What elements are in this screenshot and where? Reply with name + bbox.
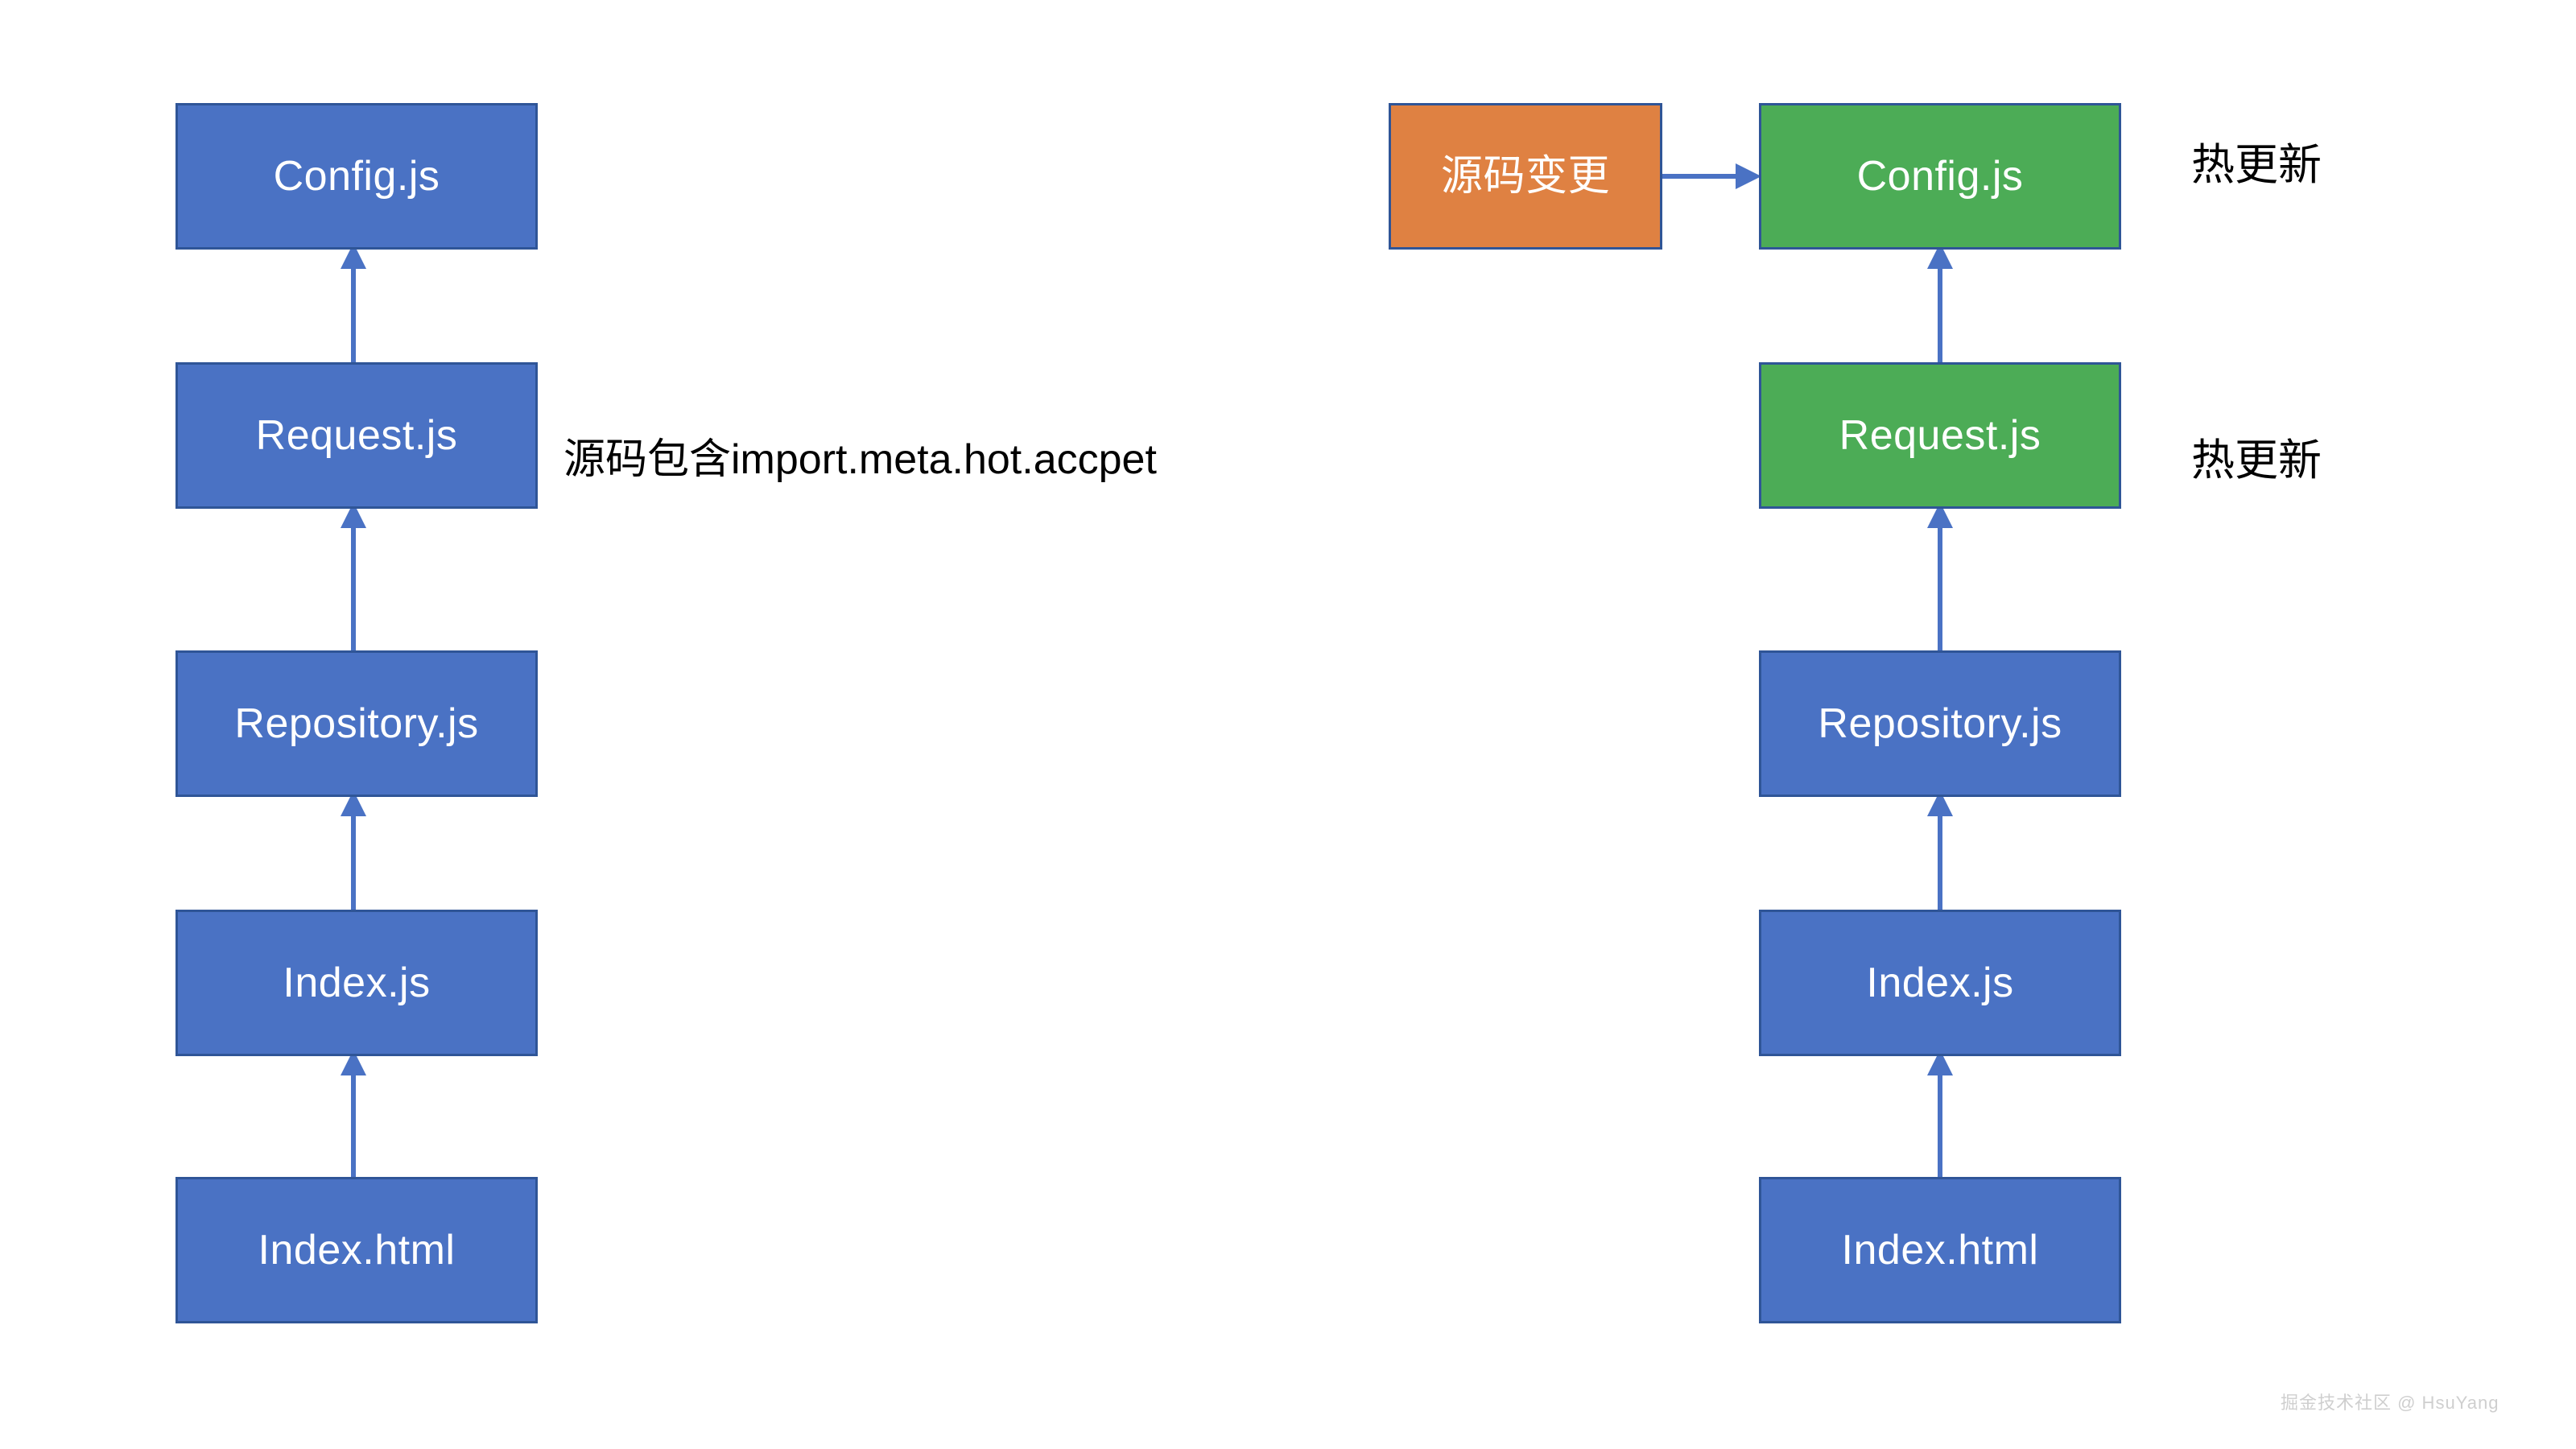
node-source-change[interactable]: 源码变更 xyxy=(1389,103,1662,250)
left-column-annotation: 源码包含import.meta.hot.accpet xyxy=(564,436,1157,483)
node-left-repository[interactable]: Repository.js xyxy=(175,650,538,797)
arrow-right-repository-to-request xyxy=(1927,502,1953,660)
arrow-right-request-to-config xyxy=(1927,243,1953,377)
node-label: Config.js xyxy=(273,153,440,200)
watermark: 掘金技术社区 @ HsuYang xyxy=(2281,1393,2500,1413)
node-label: Index.js xyxy=(1866,960,2014,1006)
node-label: Repository.js xyxy=(234,700,479,747)
node-label: Request.js xyxy=(1839,412,2041,459)
arrow-right-index-html-to-index-js xyxy=(1927,1050,1953,1183)
node-label: 源码变更 xyxy=(1440,153,1610,200)
node-label: Index.html xyxy=(1841,1227,2039,1274)
node-label: Index.js xyxy=(283,960,431,1006)
arrow-left-index-js-to-repository xyxy=(341,791,366,924)
arrow-left-request-to-config xyxy=(341,243,366,377)
arrow-left-index-html-to-index-js xyxy=(341,1050,366,1183)
arrow-source-change-to-config xyxy=(1658,163,1761,189)
node-left-index-html[interactable]: Index.html xyxy=(175,1177,538,1323)
arrow-right-index-js-to-repository xyxy=(1927,791,1953,924)
node-label: Config.js xyxy=(1856,153,2024,200)
node-right-index-js[interactable]: Index.js xyxy=(1759,910,2121,1056)
node-left-config[interactable]: Config.js xyxy=(175,103,538,250)
node-right-request[interactable]: Request.js xyxy=(1759,362,2121,509)
node-left-request[interactable]: Request.js xyxy=(175,362,538,509)
node-label: Request.js xyxy=(255,412,458,459)
node-right-index-html[interactable]: Index.html xyxy=(1759,1177,2121,1323)
arrow-left-repository-to-request xyxy=(341,502,366,660)
side-label-hot-update-request: 热更新 xyxy=(2191,436,2322,485)
node-right-config[interactable]: Config.js xyxy=(1759,103,2121,250)
node-label: Repository.js xyxy=(1818,700,2062,747)
side-label-hot-update-config: 热更新 xyxy=(2191,141,2322,189)
node-right-repository[interactable]: Repository.js xyxy=(1759,650,2121,797)
node-label: Index.html xyxy=(258,1227,456,1274)
node-left-index-js[interactable]: Index.js xyxy=(175,910,538,1056)
